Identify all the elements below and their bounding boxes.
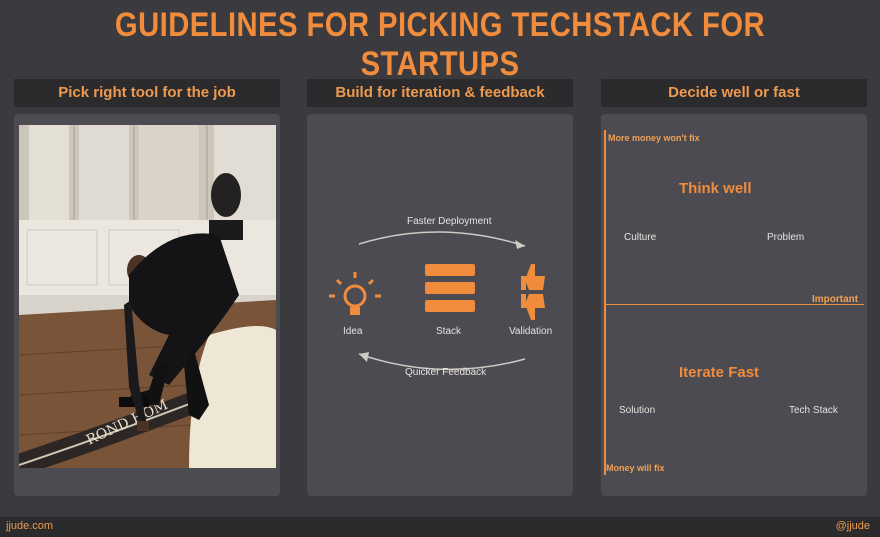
photo-office-scene: ROND HOM [19,125,276,468]
stack-icon [425,264,475,312]
page-title: GUIDELINES FOR PICKING TECHSTACK FOR STA… [114,6,766,83]
iteration-diagram [329,231,545,371]
quicker-feedback-label: Quicker Feedback [405,367,487,378]
column-heading-iteration: Build for iteration & feedback [307,79,573,107]
iterate-fast-heading: Iterate Fast [679,364,760,381]
axis-bottom-label: Money will fix [606,463,665,473]
vertical-axis [604,130,606,475]
tech-stack-label: Tech Stack [789,405,838,416]
problem-label: Problem [767,232,805,243]
column-heading-decide: Decide well or fast [601,79,867,107]
horizontal-axis [604,304,864,305]
validation-label: Validation [509,326,553,337]
axis-right-label: Important [812,294,859,305]
lightbulb-icon [329,272,381,315]
faster-deployment-label: Faster Deployment [407,216,492,227]
footer-bar [0,517,880,537]
footer-site-link[interactable]: jjude.com [6,520,54,532]
solution-label: Solution [619,405,656,416]
idea-label: Idea [343,326,363,337]
column-heading-tool: Pick right tool for the job [14,79,280,107]
culture-label: Culture [624,232,657,243]
thumbs-up-down-icon [521,264,545,320]
footer-handle[interactable]: @jjude [835,520,870,532]
stack-label: Stack [436,326,462,337]
think-well-heading: Think well [679,180,752,197]
panel-decide [601,114,867,496]
axis-top-label: More money won't fix [608,133,700,143]
